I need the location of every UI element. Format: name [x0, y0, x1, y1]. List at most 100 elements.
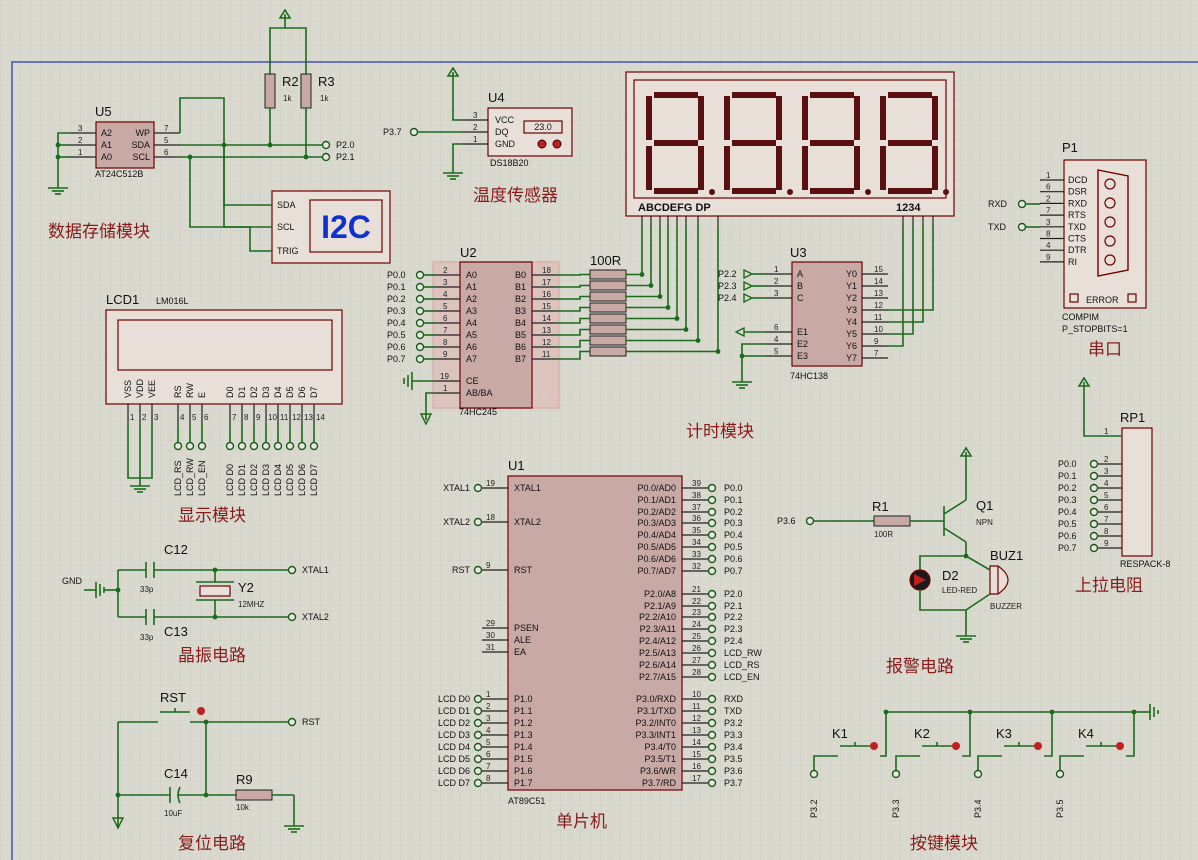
net-terminal[interactable] [173, 441, 183, 451]
lcd-pin-label: VDD [135, 378, 145, 398]
junction-dot [683, 327, 689, 332]
u1-pin-label: P2.1/A9 [644, 601, 676, 611]
u3-pin-num: 15 [874, 265, 883, 274]
c14-val: 10uF [164, 809, 182, 818]
buz-ref: BUZ1 [990, 548, 1023, 563]
net-terminal[interactable] [473, 730, 483, 740]
net-terminal[interactable] [261, 441, 271, 451]
key-button-icon[interactable] [1034, 742, 1042, 750]
net-terminal[interactable] [707, 694, 717, 704]
u4-up-button[interactable] [552, 139, 562, 149]
net-terminal[interactable] [415, 342, 425, 352]
net-terminal[interactable] [309, 441, 319, 451]
net-terminal[interactable] [707, 648, 717, 658]
net-terminal[interactable] [415, 306, 425, 316]
net-terminal[interactable] [415, 270, 425, 280]
key-button-icon[interactable] [870, 742, 878, 750]
net-terminal[interactable] [891, 769, 901, 779]
u2-net: P0.2 [387, 294, 406, 304]
net-terminal[interactable] [707, 507, 717, 517]
net-terminal[interactable] [707, 778, 717, 788]
net-terminal[interactable] [415, 294, 425, 304]
net-terminal[interactable] [473, 778, 483, 788]
net-terminal[interactable] [707, 742, 717, 752]
net-terminal[interactable] [473, 706, 483, 716]
net-terminal[interactable] [1055, 769, 1065, 779]
net-terminal[interactable] [1089, 519, 1099, 529]
net-terminal[interactable] [321, 152, 331, 162]
net-terminal[interactable] [973, 769, 983, 779]
net-terminal[interactable] [1089, 507, 1099, 517]
net-terminal[interactable] [249, 441, 259, 451]
net-terminal[interactable] [707, 706, 717, 716]
net-terminal[interactable] [225, 441, 235, 451]
net-terminal[interactable] [707, 660, 717, 670]
u1-pin-num: 1 [486, 690, 491, 699]
net-terminal[interactable] [473, 483, 483, 493]
net-terminal[interactable] [707, 672, 717, 682]
net-terminal[interactable] [473, 565, 483, 575]
net-terminal[interactable] [1089, 483, 1099, 493]
net-terminal[interactable] [415, 330, 425, 340]
u2-pin-num: 11 [542, 350, 551, 359]
net-terminal[interactable] [1089, 531, 1099, 541]
net-terminal[interactable] [707, 612, 717, 622]
net-terminal[interactable] [287, 565, 297, 575]
net-terminal[interactable] [1017, 222, 1027, 232]
net-terminal[interactable] [197, 441, 207, 451]
net-terminal[interactable] [415, 318, 425, 328]
net-terminal[interactable] [809, 769, 819, 779]
u1-net: P3.3 [724, 730, 743, 740]
net-terminal[interactable] [805, 516, 815, 526]
net-terminal[interactable] [321, 140, 331, 150]
net-terminal[interactable] [297, 441, 307, 451]
net-terminal[interactable] [287, 717, 297, 727]
net-terminal[interactable] [473, 754, 483, 764]
net-terminal[interactable] [237, 441, 247, 451]
key-button-icon[interactable] [1116, 742, 1124, 750]
lcd-pin-label: D6 [297, 386, 307, 398]
net-terminal[interactable] [707, 530, 717, 540]
u1-pin-label: P1.1 [514, 706, 533, 716]
net-terminal[interactable] [473, 718, 483, 728]
net-terminal[interactable] [707, 718, 717, 728]
net-terminal[interactable] [707, 766, 717, 776]
net-terminal[interactable] [415, 354, 425, 364]
rst-button-icon[interactable] [197, 707, 205, 715]
net-terminal[interactable] [707, 624, 717, 634]
u4-down-button[interactable] [537, 139, 547, 149]
net-terminal[interactable] [707, 589, 717, 599]
u1-pin-label: P2.6/A14 [639, 660, 676, 670]
net-terminal[interactable] [473, 517, 483, 527]
net-terminal[interactable] [707, 483, 717, 493]
key-button-icon[interactable] [952, 742, 960, 750]
net-terminal[interactable] [287, 612, 297, 622]
net-terminal[interactable] [1089, 459, 1099, 469]
u2-pin-num: 18 [542, 266, 551, 275]
digit-select-wire [888, 226, 914, 335]
net-terminal[interactable] [409, 127, 419, 137]
net-terminal[interactable] [707, 601, 717, 611]
net-terminal[interactable] [273, 441, 283, 451]
net-terminal[interactable] [473, 766, 483, 776]
u3-pin-label: Y3 [846, 305, 857, 315]
u1-net: P0.1 [724, 495, 743, 505]
net-terminal[interactable] [1089, 495, 1099, 505]
net-terminal[interactable] [707, 754, 717, 764]
net-terminal[interactable] [285, 441, 295, 451]
net-terminal[interactable] [1089, 471, 1099, 481]
net-terminal[interactable] [707, 518, 717, 528]
net-terminal[interactable] [473, 694, 483, 704]
net-terminal[interactable] [707, 495, 717, 505]
net-terminal[interactable] [707, 566, 717, 576]
net-terminal[interactable] [707, 636, 717, 646]
net-terminal[interactable] [1017, 199, 1027, 209]
net-terminal[interactable] [185, 441, 195, 451]
net-terminal[interactable] [707, 730, 717, 740]
net-terminal[interactable] [473, 742, 483, 752]
net-terminal[interactable] [415, 282, 425, 292]
r9-resistor [235, 789, 273, 801]
net-terminal[interactable] [707, 542, 717, 552]
net-terminal[interactable] [707, 554, 717, 564]
net-terminal[interactable] [1089, 543, 1099, 553]
